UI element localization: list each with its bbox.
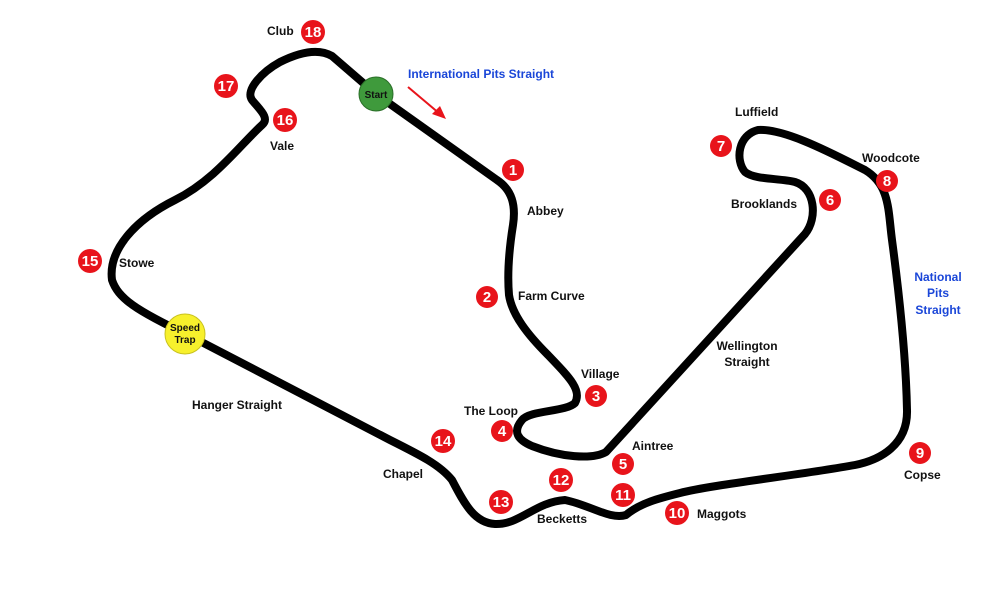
national-pits-label-3: Straight — [915, 303, 960, 317]
corner-marker-11: 11 — [611, 483, 635, 507]
corner-number: 16 — [277, 112, 294, 129]
corner-marker-18: 18 — [301, 20, 325, 44]
wellington-straight-label-2: Straight — [724, 355, 769, 369]
corner-marker-10: 10 — [665, 501, 689, 525]
corner-number: 15 — [82, 253, 99, 270]
corner-number: 11 — [615, 487, 631, 504]
corner-label-farm-curve: Farm Curve — [518, 289, 585, 303]
corner-marker-14: 14 — [431, 429, 455, 453]
corner-number: 6 — [826, 192, 834, 209]
wellington-straight-label-1: Wellington — [716, 339, 777, 353]
national-pits-label-1: National — [914, 270, 961, 284]
corner-number: 10 — [669, 505, 686, 522]
corner-marker-4: 4 — [491, 420, 513, 442]
corner-label-woodcote: Woodcote — [862, 151, 920, 165]
corner-number: 2 — [483, 289, 491, 306]
corner-label-abbey: Abbey — [527, 204, 564, 218]
corner-number: 12 — [553, 472, 570, 489]
start-marker: Start — [358, 76, 394, 112]
corner-number: 5 — [619, 456, 627, 473]
corner-label-club: Club — [267, 24, 294, 38]
corner-marker-2: 2 — [476, 286, 498, 308]
corner-number: 4 — [498, 423, 507, 440]
corner-number: 14 — [435, 433, 452, 450]
corner-number: 9 — [916, 445, 924, 462]
corner-marker-1: 1 — [502, 159, 524, 181]
corner-label-chapel: Chapel — [383, 467, 423, 481]
corner-label-luffield: Luffield — [735, 105, 778, 119]
corner-marker-16: 16 — [273, 108, 297, 132]
corner-number: 13 — [493, 494, 510, 511]
speed-trap-label-2: Trap — [174, 335, 195, 346]
speed-trap-marker: Speed Trap — [164, 313, 206, 355]
corner-label-vale: Vale — [270, 139, 294, 153]
start-label: Start — [365, 90, 388, 101]
corner-marker-12: 12 — [549, 468, 573, 492]
national-pits-label-2: Pits — [927, 286, 949, 300]
corner-marker-15: 15 — [78, 249, 102, 273]
corner-label-the-loop: The Loop — [464, 404, 518, 418]
international-pits-label: International Pits Straight — [408, 67, 554, 81]
speed-trap-label-1: Speed — [170, 323, 200, 334]
corner-label-stowe: Stowe — [119, 256, 155, 270]
corner-marker-5: 5 — [612, 453, 634, 475]
corner-label-aintree: Aintree — [632, 439, 674, 453]
corner-marker-9: 9 — [909, 442, 931, 464]
corner-number: 3 — [592, 388, 600, 405]
corner-marker-8: 8 — [876, 170, 898, 192]
corner-number: 18 — [305, 24, 322, 41]
corner-marker-17: 17 — [214, 74, 238, 98]
hanger-straight-label: Hanger Straight — [192, 398, 282, 412]
corner-label-becketts: Becketts — [537, 512, 587, 526]
corner-label-maggots: Maggots — [697, 507, 747, 521]
direction-arrow-icon — [407, 86, 446, 119]
corner-label-village: Village — [581, 367, 620, 381]
corner-marker-7: 7 — [710, 135, 732, 157]
corner-label-copse: Copse — [904, 468, 941, 482]
corner-number: 1 — [509, 162, 517, 179]
track-path — [107, 47, 912, 528]
corner-number: 17 — [218, 78, 235, 95]
corner-marker-13: 13 — [489, 490, 513, 514]
corner-label-brooklands: Brooklands — [731, 197, 797, 211]
corner-marker-3: 3 — [585, 385, 607, 407]
corner-number: 7 — [717, 138, 725, 155]
corner-marker-6: 6 — [819, 189, 841, 211]
corner-number: 8 — [883, 173, 891, 190]
